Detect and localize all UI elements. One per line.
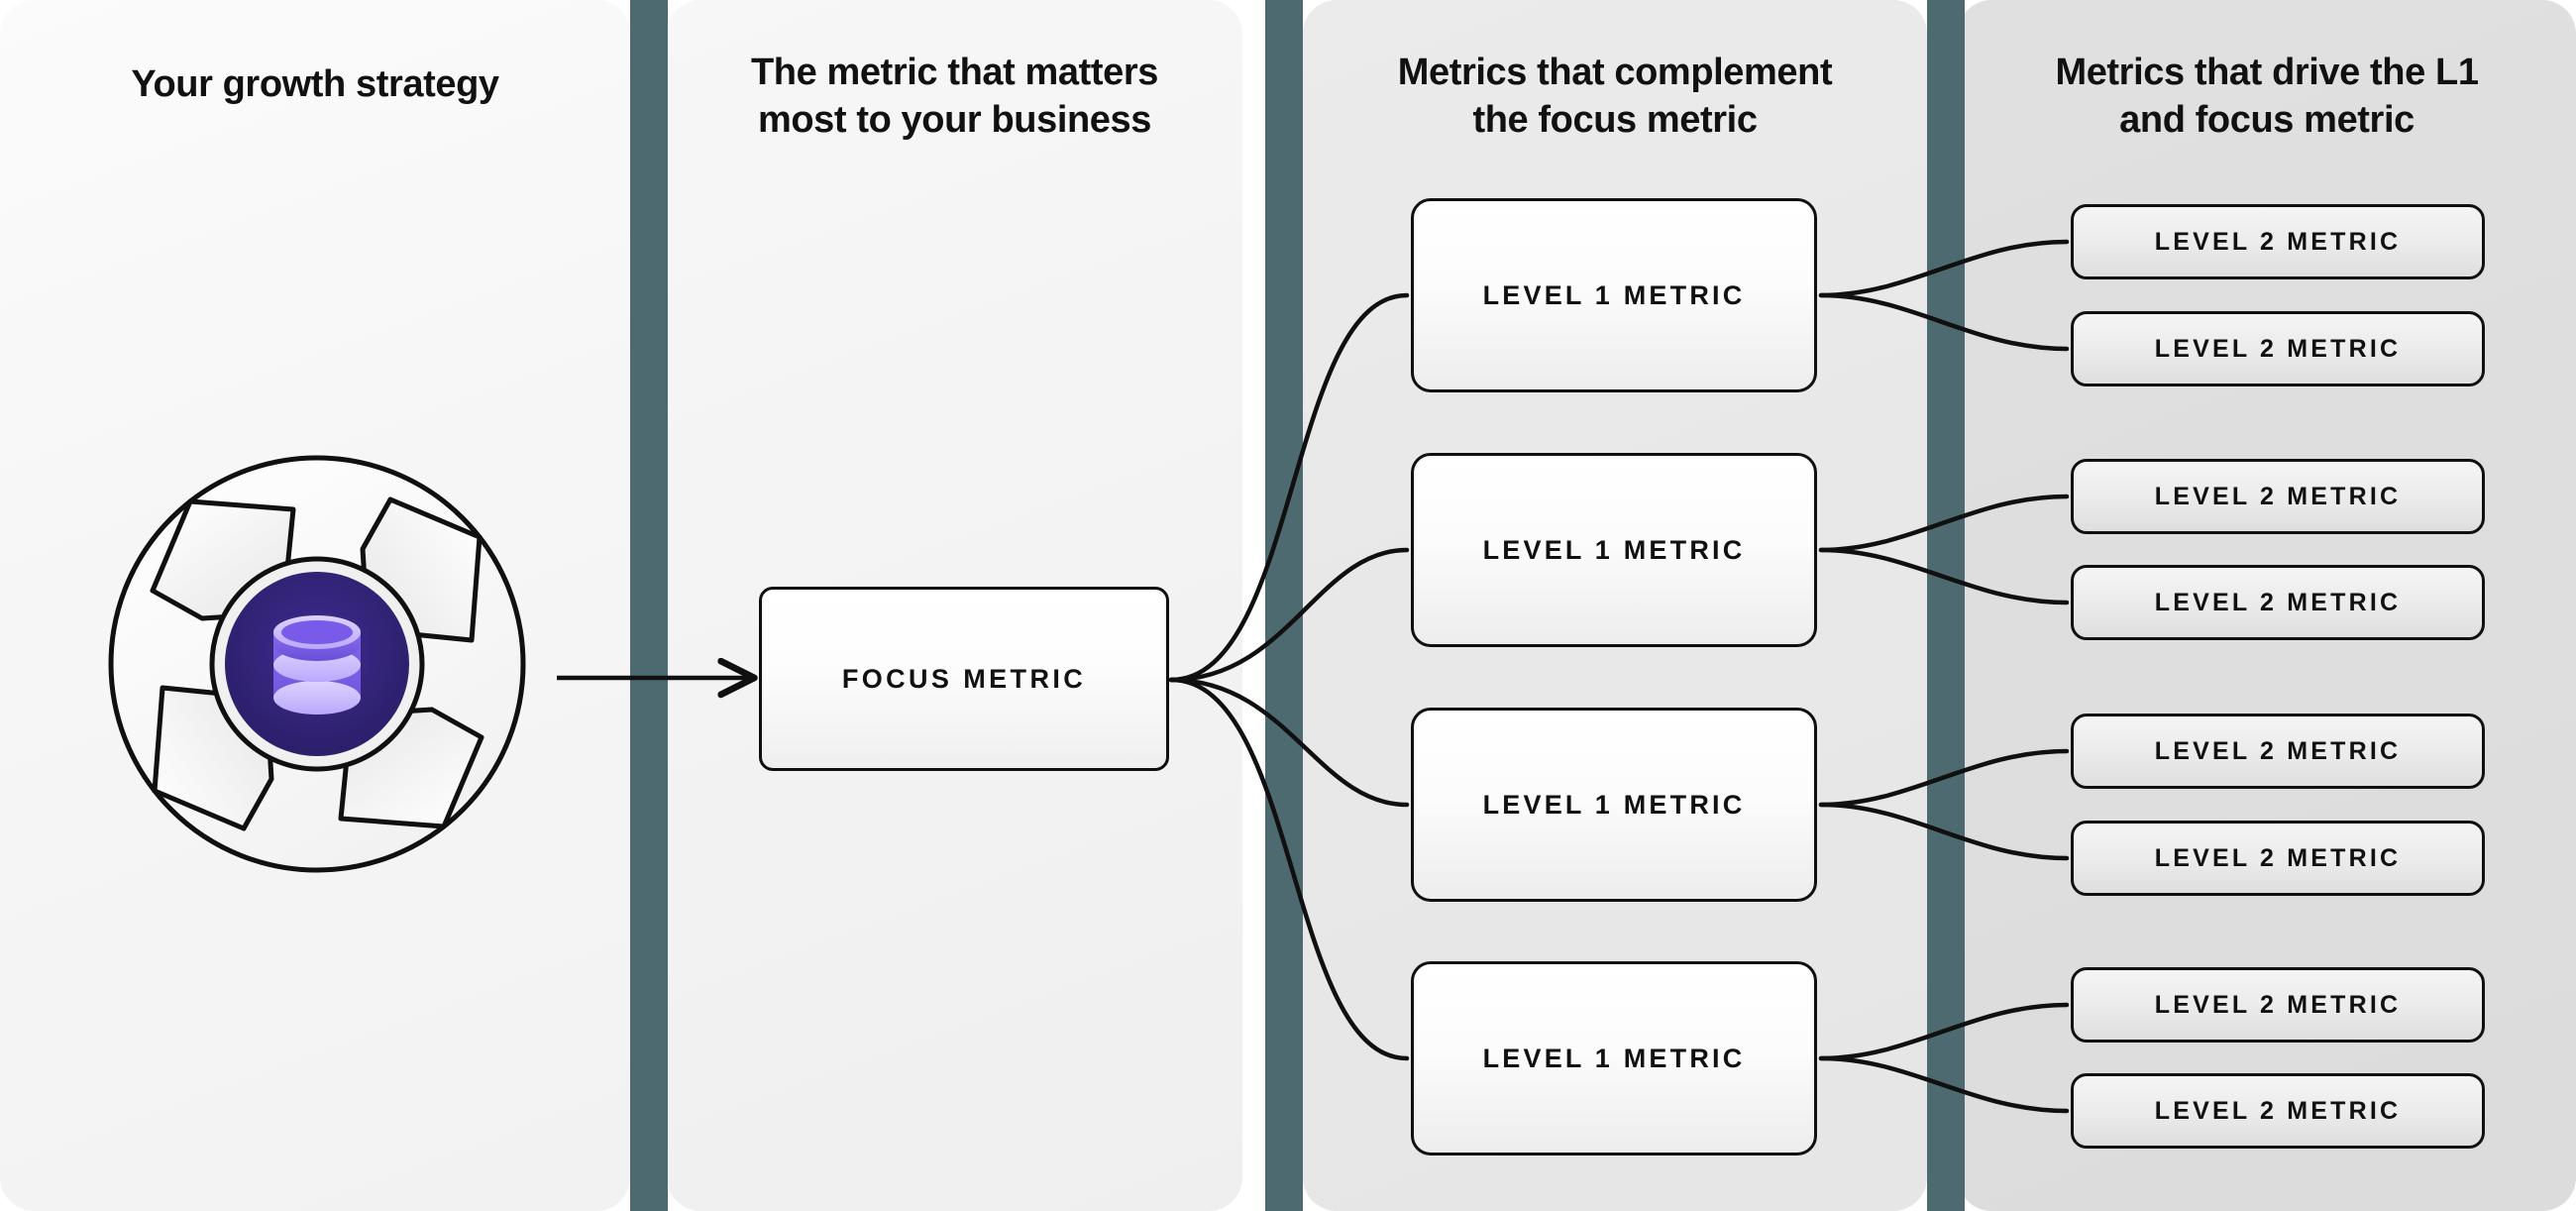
- level-1-metric-node-3[interactable]: LEVEL 1 METRIC: [1411, 708, 1817, 902]
- level-2-metric-node-1-1[interactable]: LEVEL 2 METRIC: [2071, 204, 2485, 279]
- level-2-metric-node-2-2[interactable]: LEVEL 2 METRIC: [2071, 565, 2485, 640]
- level-2-metric-node-3-1[interactable]: LEVEL 2 METRIC: [2071, 714, 2485, 789]
- database-icon: [273, 615, 361, 715]
- column-title-growth-strategy: Your growth strategy: [131, 63, 499, 105]
- column-divider-2: [1265, 0, 1303, 1211]
- level-1-metric-node-4[interactable]: LEVEL 1 METRIC: [1411, 961, 1817, 1156]
- level-2-metric-node-3-2[interactable]: LEVEL 2 METRIC: [2071, 821, 2485, 896]
- growth-strategy-graphic: [108, 455, 526, 873]
- level-2-metric-node-4-2[interactable]: LEVEL 2 METRIC: [2071, 1073, 2485, 1149]
- level-1-metric-node-1[interactable]: LEVEL 1 METRIC: [1411, 198, 1817, 392]
- focus-metric-node[interactable]: FOCUS METRIC: [759, 587, 1169, 771]
- column-title-level-1-metrics: Metrics that complement the focus metric: [1397, 52, 1833, 141]
- level-1-metric-node-2[interactable]: LEVEL 1 METRIC: [1411, 453, 1817, 647]
- column-divider-3: [1927, 0, 1965, 1211]
- level-2-metric-node-2-1[interactable]: LEVEL 2 METRIC: [2071, 459, 2485, 534]
- column-title-focus-metric: The metric that matters most to your bus…: [750, 52, 1159, 141]
- column-divider-1: [630, 0, 668, 1211]
- column-title-level-2-metrics: Metrics that drive the L1 and focus metr…: [2055, 52, 2479, 141]
- level-2-metric-node-1-2[interactable]: LEVEL 2 METRIC: [2071, 311, 2485, 386]
- level-2-metric-node-4-1[interactable]: LEVEL 2 METRIC: [2071, 967, 2485, 1043]
